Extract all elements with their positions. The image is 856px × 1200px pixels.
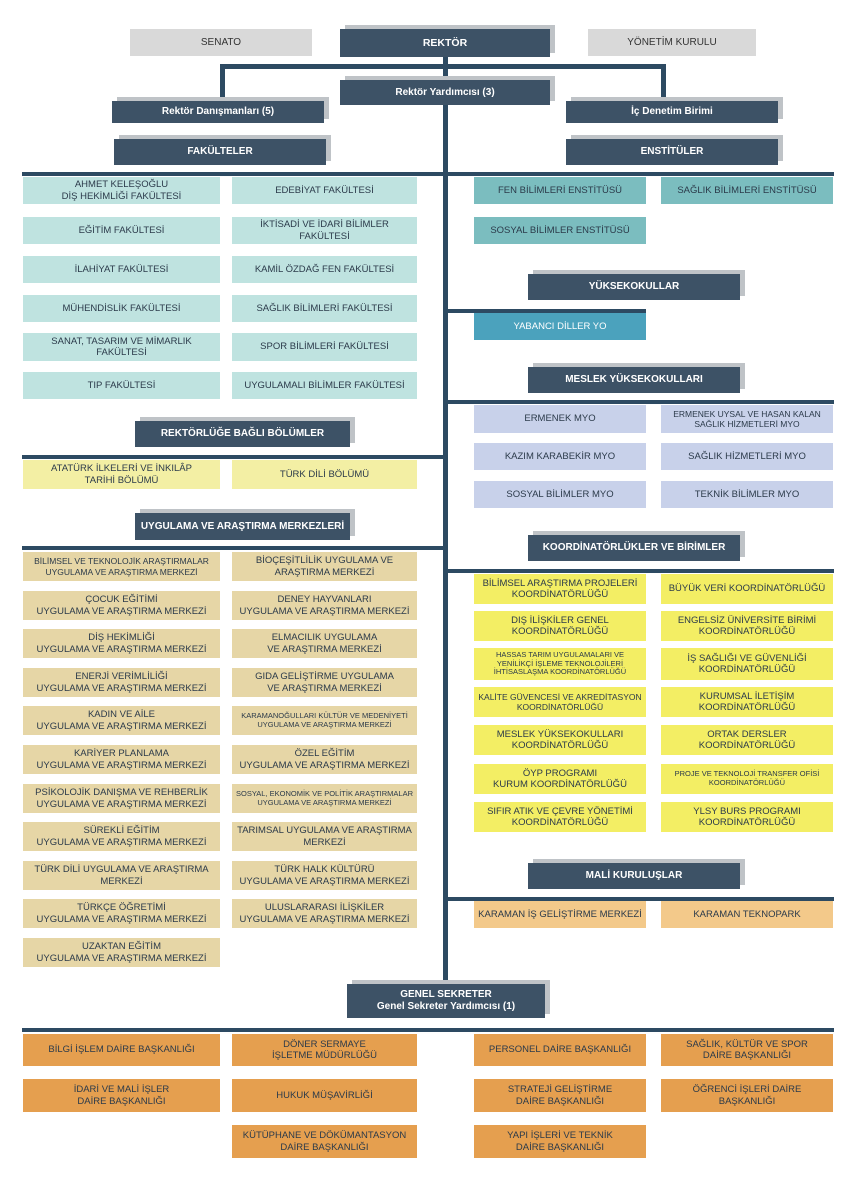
merkez-item: ÖZEL EĞİTİM UYGULAMA VE ARAŞTIRMA MERKEZ… [232, 745, 417, 774]
merkez-item: ELMACILIK UYGULAMA VE ARAŞTIRMA MERKEZİ [232, 629, 417, 658]
daire-item: KÜTÜPHANE VE DÖKÜMANTASYON DAİRE BAŞKANL… [232, 1125, 417, 1158]
yo-item: YABANCI DİLLER YO [474, 313, 646, 340]
daire-item: İDARİ VE MALİ İŞLER DAİRE BAŞKANLIĞI [23, 1079, 220, 1112]
merkez-item: GIDA GELİŞTİRME UYGULAMA VE ARAŞTIRMA ME… [232, 668, 417, 697]
merkez-item: TÜRK HALK KÜLTÜRÜ UYGULAMA VE ARAŞTIRMA … [232, 861, 417, 890]
bagli-bolumler-header: REKTÖRLÜĞE BAĞLI BÖLÜMLER [135, 421, 350, 447]
daire-item: BİLGİ İŞLEM DAİRE BAŞKANLIĞI [23, 1034, 220, 1066]
merkez-item: ENERJİ VERİMLİLİĞİ UYGULAMA VE ARAŞTIRMA… [23, 668, 220, 697]
myo-item: KAZIM KARABEKİR MYO [474, 443, 646, 470]
yonetim-kurulu-box: YÖNETİM KURULU [588, 29, 756, 56]
merkez-item: BİOÇEŞİTLİLİK UYGULAMA VE ARAŞTIRMA MERK… [232, 552, 417, 581]
fakulteler-header: FAKÜLTELER [114, 139, 326, 165]
myo-item: TEKNİK BİLİMLER MYO [661, 481, 833, 508]
merkez-item: UZAKTAN EĞİTİM UYGULAMA VE ARAŞTIRMA MER… [23, 938, 220, 967]
myo-item: ERMENEK MYO [474, 405, 646, 433]
senato-box: SENATO [130, 29, 312, 56]
merkezler-header: UYGULAMA VE ARAŞTIRMA MERKEZLERİ [135, 513, 350, 540]
faculty-rule [22, 172, 447, 176]
top-branch-right-drop [661, 64, 666, 104]
yuksekokullar-header: YÜKSEKOKULLAR [528, 274, 740, 300]
faculty-item: KAMİL ÖZDAĞ FEN FAKÜLTESİ [232, 256, 417, 283]
daire-item: PERSONEL DAİRE BAŞKANLIĞI [474, 1034, 646, 1066]
merkez-item: KADIN VE AİLE UYGULAMA VE ARAŞTIRMA MERK… [23, 706, 220, 735]
myo-item: SOSYAL BİLİMLER MYO [474, 481, 646, 508]
merkez-item: KARAMANOĞULLARI KÜLTÜR VE MEDENİYETİ UYG… [232, 706, 417, 735]
merkez-item: SÜREKLİ EĞİTİM UYGULAMA VE ARAŞTIRMA MER… [23, 822, 220, 851]
daire-item: HUKUK MÜŞAVİRLİĞİ [232, 1079, 417, 1112]
faculty-item: AHMET KELEŞOĞLU DİŞ HEKİMLİĞİ FAKÜLTESİ [23, 177, 220, 204]
daire-item: STRATEJİ GELİŞTİRME DAİRE BAŞKANLIĞI [474, 1079, 646, 1112]
yo-rule [446, 309, 646, 313]
genel-sekreter-box: GENEL SEKRETER Genel Sekreter Yardımcısı… [347, 984, 545, 1018]
bagli-bolum-item: TÜRK DİLİ BÖLÜMÜ [232, 460, 417, 489]
rektor-box: REKTÖR [340, 29, 550, 57]
merkez-item: SOSYAL, EKONOMİK VE POLİTİK ARAŞTIRMALAR… [232, 784, 417, 813]
faculty-item: UYGULAMALI BİLİMLER FAKÜLTESİ [232, 372, 417, 399]
faculty-item: İKTİSADİ VE İDARİ BİLİMLER FAKÜLTESİ [232, 217, 417, 244]
koordinatorluk-item: HASSAS TARIM UYGULAMALARI VE YENİLİKÇİ İ… [474, 648, 646, 680]
mali-item: KARAMAN İŞ GELİŞTİRME MERKEZİ [474, 901, 646, 928]
merkez-item: ULUSLARARASI İLİŞKİLER UYGULAMA VE ARAŞT… [232, 899, 417, 928]
faculty-item: İLAHİYAT FAKÜLTESİ [23, 256, 220, 283]
koordinatorluk-item: PROJE VE TEKNOLOJİ TRANSFER OFİSİ KOORDİ… [661, 764, 833, 794]
mali-item: KARAMAN TEKNOPARK [661, 901, 833, 928]
top-branch-line [220, 64, 666, 69]
merkez-item: TÜRKÇE ÖĞRETİMİ UYGULAMA VE ARAŞTIRMA ME… [23, 899, 220, 928]
daire-item: YAPI İŞLERİ VE TEKNİK DAİRE BAŞKANLIĞI [474, 1125, 646, 1158]
institute-rule [446, 172, 834, 176]
koordinatorluk-item: DIŞ İLİŞKİLER GENEL KOORDİNATÖRLÜĞÜ [474, 611, 646, 641]
koordinatorluk-item: YLSY BURS PROGRAMI KOORDİNATÖRLÜĞÜ [661, 802, 833, 832]
bagli-bolum-item: ATATÜRK İLKELERİ VE İNKILÂP TARİHİ BÖLÜM… [23, 460, 220, 489]
koordinatorlukler-header: KOORDİNATÖRLÜKLER VE BİRİMLER [528, 535, 740, 561]
daire-rule [22, 1028, 834, 1032]
koordinatorluk-item: KALİTE GÜVENCESİ VE AKREDİTASYON KOORDİN… [474, 687, 646, 717]
myo-item: ERMENEK UYSAL VE HASAN KALAN SAĞLIK HİZM… [661, 405, 833, 433]
mali-header: MALİ KURULUŞLAR [528, 863, 740, 889]
enstituler-header: ENSTİTÜLER [566, 139, 778, 165]
merkez-item: DİŞ HEKİMLİĞİ UYGULAMA VE ARAŞTIRMA MERK… [23, 629, 220, 658]
koordinatorluk-item: KURUMSAL İLETİŞİM KOORDİNATÖRLÜĞÜ [661, 687, 833, 717]
institute-item: SOSYAL BİLİMLER ENSTİTÜSÜ [474, 217, 646, 244]
myo-rule [446, 400, 834, 404]
daire-item: DÖNER SERMAYE İŞLETME MÜDÜRLÜĞÜ [232, 1034, 417, 1066]
merkez-item: PSİKOLOJİK DANIŞMA VE REHBERLİK UYGULAMA… [23, 784, 220, 813]
koordinatorluk-item: BİLİMSEL ARAŞTIRMA PROJELERİ KOORDİNATÖR… [474, 574, 646, 604]
merkez-item: TARIMSAL UYGULAMA VE ARAŞTIRMA MERKEZİ [232, 822, 417, 851]
faculty-item: EĞİTİM FAKÜLTESİ [23, 217, 220, 244]
institute-item: FEN BİLİMLERİ ENSTİTÜSÜ [474, 177, 646, 204]
top-branch-left-drop [220, 64, 225, 104]
merkez-rule [22, 546, 447, 550]
main-spine [443, 55, 448, 987]
merkez-item: TÜRK DİLİ UYGULAMA VE ARAŞTIRMA MERKEZİ [23, 861, 220, 890]
faculty-item: SANAT, TASARIM VE MİMARLIK FAKÜLTESİ [23, 333, 220, 361]
faculty-item: SPOR BİLİMLERİ FAKÜLTESİ [232, 333, 417, 361]
faculty-item: MÜHENDİSLİK FAKÜLTESİ [23, 295, 220, 322]
koordinatorluk-item: ORTAK DERSLER KOORDİNATÖRLÜĞÜ [661, 725, 833, 755]
daire-item: SAĞLIK, KÜLTÜR VE SPOR DAİRE BAŞKANLIĞI [661, 1034, 833, 1066]
koord-rule [446, 569, 834, 573]
merkez-item: DENEY HAYVANLARI UYGULAMA VE ARAŞTIRMA M… [232, 591, 417, 620]
rektor-danismanlari-box: Rektör Danışmanları (5) [112, 101, 324, 123]
ic-denetim-box: İç Denetim Birimi [566, 101, 778, 123]
myo-item: SAĞLIK HİZMETLERİ MYO [661, 443, 833, 470]
koordinatorluk-item: ENGELSİZ ÜNİVERSİTE BİRİMİ KOORDİNATÖRLÜ… [661, 611, 833, 641]
faculty-item: TIP FAKÜLTESİ [23, 372, 220, 399]
bagli-rule [22, 455, 447, 459]
institute-item: SAĞLIK BİLİMLERİ ENSTİTÜSÜ [661, 177, 833, 204]
mali-rule [446, 897, 834, 901]
faculty-item: SAĞLIK BİLİMLERİ FAKÜLTESİ [232, 295, 417, 322]
koordinatorluk-item: ÖYP PROGRAMI KURUM KOORDİNATÖRLÜĞÜ [474, 764, 646, 794]
koordinatorluk-item: MESLEK YÜKSEKOKULLARI KOORDİNATÖRLÜĞÜ [474, 725, 646, 755]
faculty-item: EDEBİYAT FAKÜLTESİ [232, 177, 417, 204]
merkez-item: KARİYER PLANLAMA UYGULAMA VE ARAŞTIRMA M… [23, 745, 220, 774]
koordinatorluk-item: SIFIR ATIK VE ÇEVRE YÖNETİMİ KOORDİNATÖR… [474, 802, 646, 832]
myo-header: MESLEK YÜKSEKOKULLARI [528, 367, 740, 393]
koordinatorluk-item: BÜYÜK VERİ KOORDİNATÖRLÜĞÜ [661, 574, 833, 604]
daire-item: ÖĞRENCİ İŞLERİ DAİRE BAŞKANLIĞI [661, 1079, 833, 1112]
rektor-yardimcisi-box: Rektör Yardımcısı (3) [340, 80, 550, 105]
merkez-item: BİLİMSEL VE TEKNOLOJİK ARAŞTIRMALAR UYGU… [23, 552, 220, 581]
merkez-item: ÇOCUK EĞİTİMİ UYGULAMA VE ARAŞTIRMA MERK… [23, 591, 220, 620]
koordinatorluk-item: İŞ SAĞLIĞI VE GÜVENLİĞİ KOORDİNATÖRLÜĞÜ [661, 648, 833, 680]
